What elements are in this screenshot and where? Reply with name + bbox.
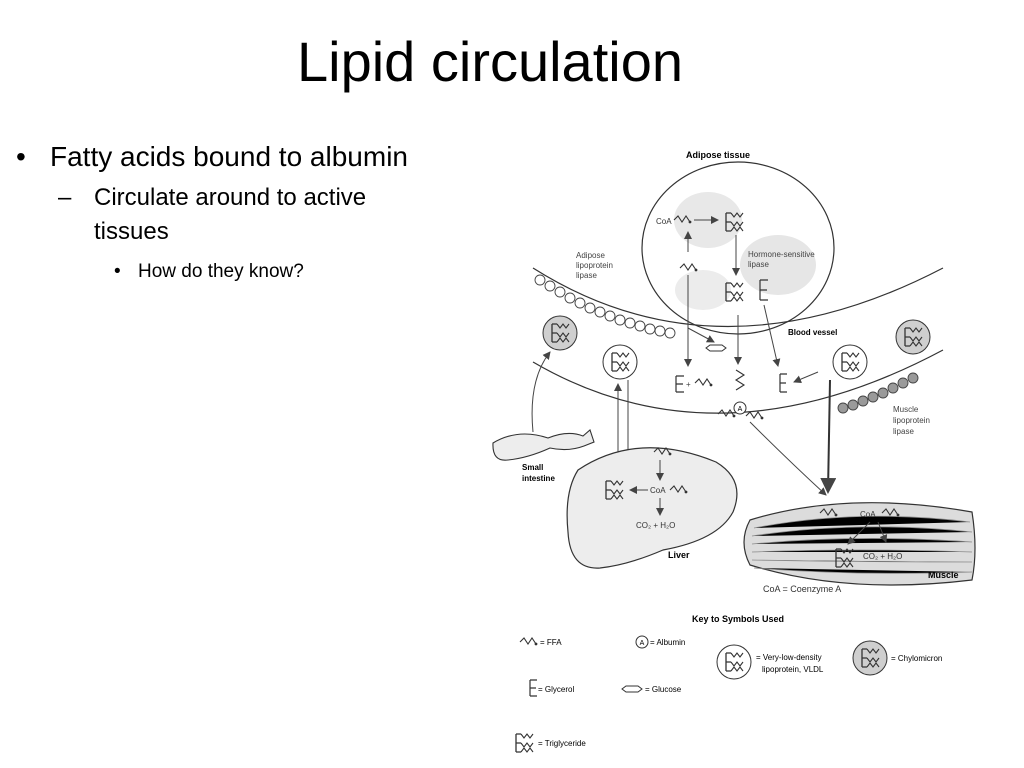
key-ffa: = FFA: [519, 637, 562, 647]
chylomicron-icon: [895, 319, 931, 355]
key-vldl-line-2: lipoprotein, VLDL: [762, 665, 824, 674]
ffa-icon: [519, 637, 538, 646]
adipose-lipase-line-2: lipoprotein: [576, 261, 613, 270]
coa-definition: CoA = Coenzyme A: [763, 584, 841, 594]
small-intestine-line-1: Small: [522, 463, 543, 472]
glycerol-icon: [675, 375, 684, 393]
muscle-lipase-line-2: lipoprotein: [893, 416, 930, 425]
adipose-lipase-line-1: Adipose: [576, 251, 605, 260]
glycerol-icon: [529, 679, 537, 697]
key-triglyceride: = Triglyceride: [515, 733, 586, 753]
coa-label: CoA: [650, 486, 666, 495]
arrow: [793, 371, 819, 383]
arrow: [820, 379, 837, 494]
bullet-dot-icon: •: [114, 261, 121, 282]
coa-label: CoA: [860, 510, 876, 519]
key-glucose: = Glucose: [621, 685, 682, 694]
bullet-level-3: • How do they know?: [14, 259, 434, 285]
arrow: [877, 521, 888, 543]
bullet-level-2: – Circulate around to active tissues: [14, 181, 434, 249]
hormone-lipase-line-2: lipase: [748, 260, 769, 269]
albumin-letter: A: [640, 640, 645, 647]
bullet-level-1: • Fatty acids bound to albumin: [14, 138, 434, 175]
liver-shape: [566, 447, 738, 569]
key-glycerol-label: = Glycerol: [538, 685, 574, 694]
ffa-icon: [745, 411, 764, 420]
ffa-icon: [734, 369, 746, 391]
key-albumin-label: = Albumin: [650, 638, 685, 647]
glycerol-icon: [779, 373, 787, 393]
glucose-icon: [621, 685, 643, 693]
vldl-icon: [716, 644, 752, 680]
lipase-beads-muscle: [837, 372, 919, 414]
plus-sign: +: [686, 380, 691, 389]
adipose-lipase-line-3: lipase: [576, 271, 597, 280]
lipase-beads-adipose: [534, 274, 676, 339]
albumin-icon: [635, 635, 649, 649]
key-chylomicron-label: = Chylomicron: [891, 654, 942, 663]
key-triglyceride-label: = Triglyceride: [538, 739, 586, 748]
ffa-icon: [694, 378, 713, 387]
chylomicron-icon: [542, 315, 578, 351]
bullet-text: Circulate around to active tissues: [94, 184, 367, 245]
fat-droplet: [675, 270, 731, 310]
co2-h2o-label: CO₂ + H₂O: [636, 521, 675, 530]
fat-droplet: [740, 235, 816, 295]
glycerol-icon: [759, 279, 768, 301]
arrow: [847, 521, 871, 545]
key-ffa-label: = FFA: [540, 638, 562, 647]
key-vldl-line-1: = Very-low-density: [756, 653, 822, 662]
lipid-circulation-diagram: Adipose tissue CoA Hormone-sensitive lip…: [488, 140, 988, 760]
vldl-icon: [602, 344, 638, 380]
coa-label: CoA: [656, 217, 672, 226]
glucose-icon: [705, 344, 727, 352]
key-glycerol: = Glycerol: [529, 679, 574, 697]
muscle-lipase-line-3: lipase: [893, 427, 914, 436]
diagram-svg: Adipose tissue CoA Hormone-sensitive lip…: [492, 150, 976, 753]
slide-title: Lipid circulation: [297, 30, 683, 93]
vessel-upper-wall: [532, 267, 944, 328]
key-title: Key to Symbols Used: [692, 614, 784, 624]
arrow: [687, 327, 715, 343]
small-intestine-line-2: intestine: [522, 474, 555, 483]
chylomicron-icon: [852, 640, 888, 676]
small-intestine-shape: [492, 429, 595, 461]
albumin-letter: A: [738, 406, 743, 413]
bullet-text: How do they know?: [138, 261, 304, 282]
key-vldl: = Very-low-density lipoprotein, VLDL: [716, 644, 824, 680]
bullet-text: Fatty acids bound to albumin: [50, 141, 408, 172]
muscle-lipase-line-1: Muscle: [893, 405, 919, 414]
liver-label: Liver: [668, 550, 690, 560]
vldl-icon: [832, 344, 868, 380]
co2-h2o-label: CO₂ + H₂O: [863, 552, 902, 561]
arrow: [531, 351, 551, 433]
blood-vessel-label: Blood vessel: [788, 328, 837, 337]
bullet-list: • Fatty acids bound to albumin – Circula…: [14, 138, 434, 285]
key-albumin: A = Albumin: [635, 635, 685, 649]
bullet-dot-icon: •: [16, 141, 26, 172]
muscle-fibers: [751, 515, 973, 574]
muscle-label: Muscle: [928, 570, 959, 580]
triglyceride-icon: [515, 733, 534, 753]
key-glucose-label: = Glucose: [645, 685, 682, 694]
arrow: [763, 304, 781, 367]
hormone-lipase-line-1: Hormone-sensitive: [748, 250, 815, 259]
adipose-tissue-label: Adipose tissue: [686, 150, 750, 160]
key-chylomicron: = Chylomicron: [852, 640, 942, 676]
bullet-dash-icon: –: [58, 184, 72, 211]
albumin-icon: [733, 401, 747, 415]
arrow: [749, 421, 827, 496]
